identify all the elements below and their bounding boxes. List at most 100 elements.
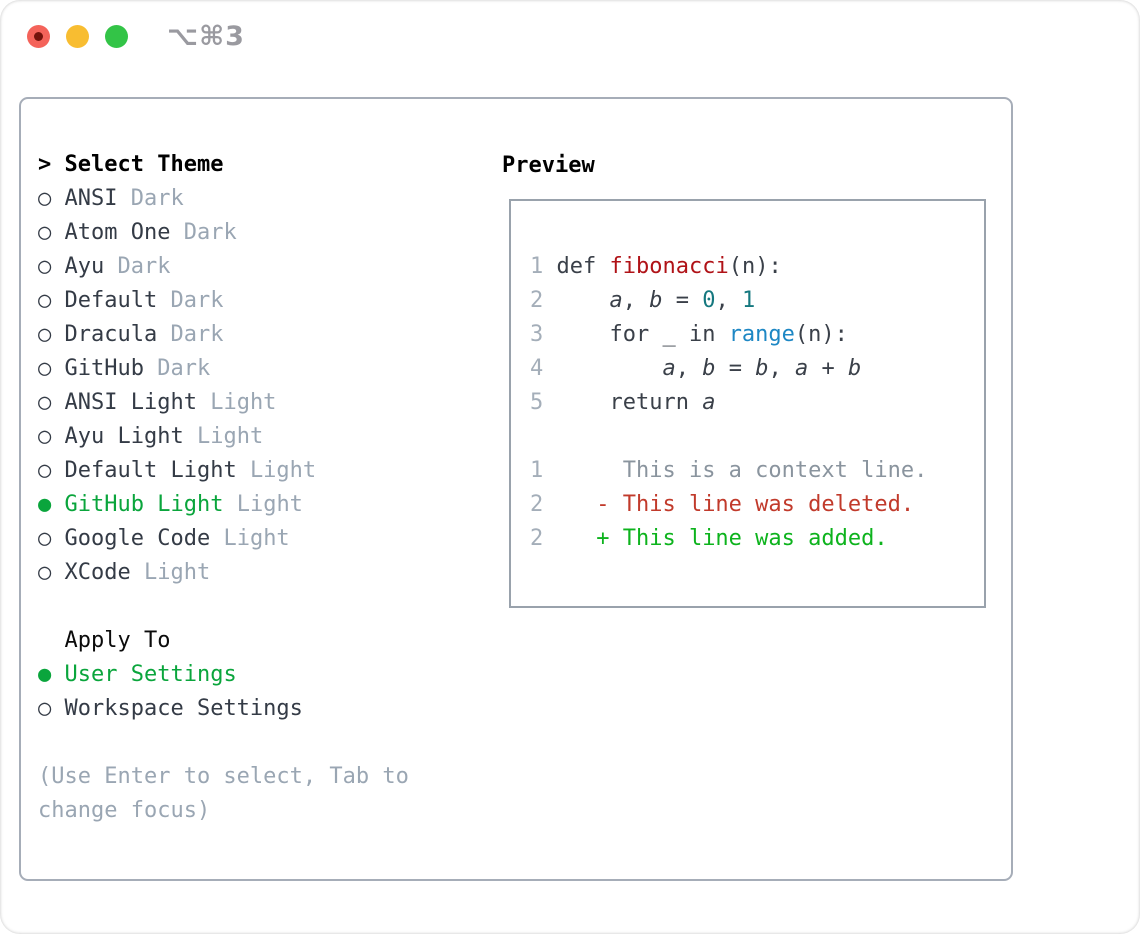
code-line: 3 for _ in range(n): [530,318,984,352]
theme-option-google-code[interactable]: ○ Google Code Light [38,522,409,556]
line-number: 3 [530,322,544,347]
code-token: b [702,356,716,381]
code-token: 0 [702,288,716,313]
minimize-button-icon[interactable] [66,25,89,48]
theme-variant: Dark [130,186,184,211]
code-token: def [556,254,610,279]
spacer [530,420,984,454]
theme-option-list: ○ ANSI Dark○ Atom One Dark○ Ayu Dark○ De… [38,182,409,590]
theme-variant: Light [210,390,277,415]
code-token: for _ in [556,322,729,347]
titlebar: ⌥⌘3 [0,0,1140,74]
theme-variant: Light [249,458,317,483]
theme-option-ansi[interactable]: ○ ANSI Dark [38,182,409,216]
code-token: b [755,356,769,381]
theme-variant: Dark [157,356,211,381]
theme-name: Default Light [64,458,237,483]
diff-line-deleted: 2 - This line was deleted. [530,488,984,522]
theme-selector-panel: > Select Theme ○ ANSI Dark○ Atom One Dar… [19,97,1013,881]
apply-option-workspace-settings[interactable]: ○ Workspace Settings [38,692,409,726]
code-token: return [556,390,703,415]
radio-unselected-icon: ○ [38,220,52,245]
radio-unselected-icon: ○ [38,186,52,211]
window-title: ⌥⌘3 [167,21,245,52]
close-button-icon[interactable] [27,25,50,48]
code-line: 4 a, b = b, a + b [530,352,984,386]
select-theme-title: Select Theme [64,152,224,177]
theme-name: Google Code [64,526,211,551]
theme-option-github[interactable]: ○ GitHub Dark [38,352,409,386]
line-number: 1 [530,254,544,279]
theme-option-default-light[interactable]: ○ Default Light Light [38,454,409,488]
apply-option-label: User Settings [64,662,237,687]
radio-unselected-icon: ○ [38,424,52,449]
line-number: 1 [530,458,544,483]
select-theme-header: > Select Theme [38,148,409,182]
apply-option-label: Workspace Settings [64,696,303,721]
theme-option-ayu[interactable]: ○ Ayu Dark [38,250,409,284]
code-token: a [609,288,623,313]
spacer [38,726,409,760]
theme-variant: Light [196,424,264,449]
code-token: b [649,288,663,313]
theme-name: Ayu Light [64,424,184,449]
apply-to-header: Apply To [64,628,171,653]
line-number: 5 [530,390,544,415]
radio-unselected-icon: ○ [38,560,52,585]
spacer [38,590,409,624]
line-number: 2 [530,526,544,551]
diff-text: + This line was added. [543,526,888,551]
theme-option-atom-one[interactable]: ○ Atom One Dark [38,216,409,250]
theme-name: Ayu [64,254,105,279]
theme-name: Atom One [64,220,171,245]
code-line: 2 a, b = 0, 1 [530,284,984,318]
code-token: a [662,356,676,381]
theme-option-ansi-light[interactable]: ○ ANSI Light Light [38,386,409,420]
theme-option-default[interactable]: ○ Default Dark [38,284,409,318]
code-token [557,356,663,381]
code-token: (n): [794,322,848,347]
line-number: 2 [530,492,544,517]
radio-unselected-icon: ○ [38,288,52,313]
zoom-button-icon[interactable] [105,25,128,48]
radio-unselected-icon: ○ [38,696,52,721]
theme-option-github-light[interactable]: ● GitHub Light Light [38,488,409,522]
code-token: 1 [741,288,756,313]
theme-variant: Light [236,492,303,517]
code-token: (n): [728,254,782,279]
theme-list-column: > Select Theme ○ ANSI Dark○ Atom One Dar… [38,148,409,828]
code-token: a [794,356,809,381]
theme-option-xcode[interactable]: ○ XCode Light [38,556,409,590]
code-token: + [808,356,848,381]
theme-variant: Dark [117,254,171,279]
code-line: 1 def fibonacci(n): [530,250,984,284]
keyboard-hint-line-2: change focus) [38,798,211,823]
code-token: b [847,356,862,381]
diff-text: This is a context line. [543,458,928,483]
apply-option-user-settings[interactable]: ● User Settings [38,658,409,692]
radio-unselected-icon: ○ [38,322,52,347]
code-token: fibonacci [609,254,729,279]
radio-unselected-icon: ○ [38,458,52,483]
radio-unselected-icon: ○ [38,526,52,551]
theme-name: GitHub Light [64,492,224,517]
diff-text: - This line was deleted. [543,492,915,517]
theme-name: ANSI Light [64,390,197,415]
code-token: = [662,288,703,313]
radio-selected-icon: ● [38,662,52,687]
code-token: , [622,288,650,313]
theme-name: Default [64,288,158,313]
theme-option-dracula[interactable]: ○ Dracula Dark [38,318,409,352]
line-number: 4 [530,356,544,381]
theme-name: XCode [64,560,131,585]
apply-to-option-list: ● User Settings○ Workspace Settings [38,658,409,726]
theme-name: Dracula [64,322,158,347]
code-token: = [715,356,756,381]
theme-option-ayu-light[interactable]: ○ Ayu Light Light [38,420,409,454]
close-dot-icon [34,32,43,41]
diff-line-added: 2 + This line was added. [530,522,984,556]
code-token [557,288,610,313]
